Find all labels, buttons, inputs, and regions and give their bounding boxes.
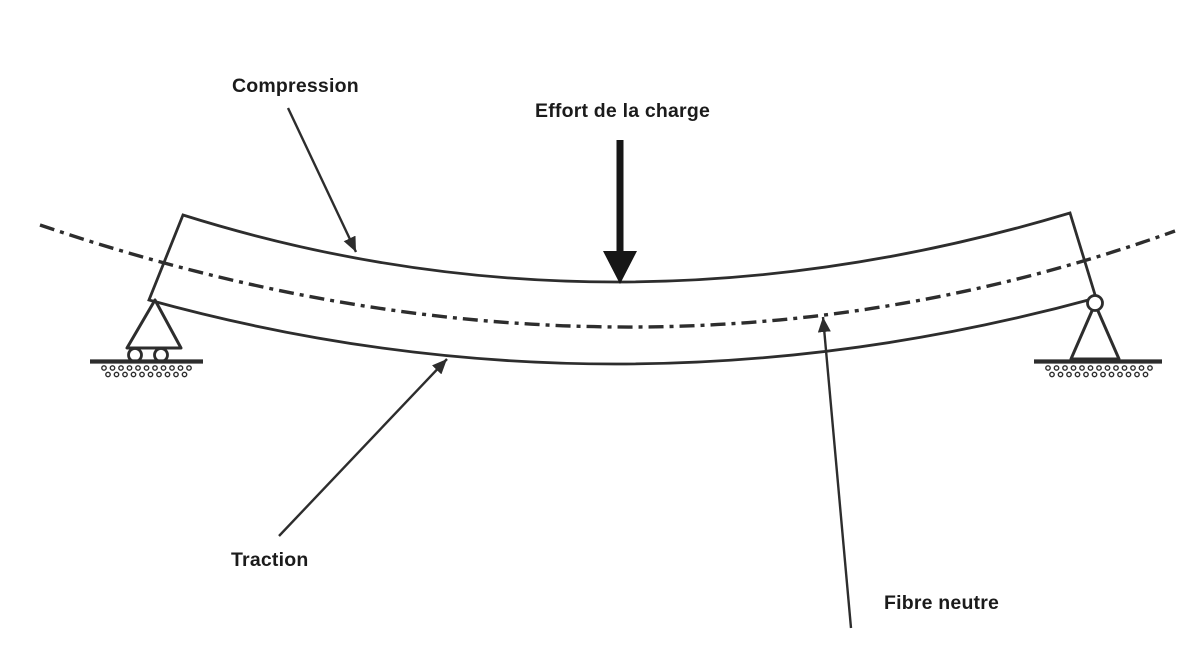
hatch-dot <box>1045 365 1051 371</box>
hatch-dot <box>1057 371 1064 378</box>
hatch-dot <box>147 371 154 378</box>
hatch-dot <box>1062 365 1068 371</box>
hatch-dot <box>101 365 107 371</box>
hatch-dot <box>1121 365 1128 371</box>
label-traction: Traction <box>231 549 309 571</box>
hatch-dot <box>152 365 158 371</box>
traction-arrow <box>278 358 448 537</box>
hatch-dot <box>1138 365 1145 371</box>
hatch-dot <box>1113 365 1119 371</box>
hatch-dot <box>1074 371 1081 378</box>
hatch-dot <box>122 371 128 378</box>
left-hatch-row-1 <box>101 365 192 371</box>
right-hatch-row-1 <box>1045 365 1153 371</box>
label-neutral-fiber: Fibre neutre <box>884 592 1000 614</box>
hatch-dot <box>181 371 188 378</box>
hatch-dot <box>1091 371 1098 378</box>
hatch-dot <box>1142 371 1149 378</box>
hatch-dot <box>1083 371 1089 378</box>
hatch-dot <box>1100 371 1106 378</box>
neutral-axis-line <box>39 223 1176 329</box>
hatch-dot <box>1079 365 1085 371</box>
hatch-dot <box>1134 371 1140 378</box>
hatch-dot <box>169 365 175 371</box>
hatch-dot <box>1125 371 1132 378</box>
compression-arrow <box>286 107 358 253</box>
hatch-dot <box>1117 371 1123 378</box>
hatch-dot <box>1147 365 1153 371</box>
hatch-dot <box>118 365 124 371</box>
hatch-dot <box>1108 371 1115 378</box>
hatch-dot <box>173 371 179 378</box>
left-roller-support <box>90 298 203 378</box>
hatch-dot <box>130 371 137 378</box>
hatch-dot <box>156 371 162 378</box>
hatch-dot <box>126 365 133 371</box>
hatch-dot <box>113 371 120 378</box>
hatch-dot <box>143 365 150 371</box>
hatch-dot <box>139 371 145 378</box>
hatch-dot <box>1049 371 1055 378</box>
hatch-dot <box>1104 365 1111 371</box>
hatch-dot <box>186 365 192 371</box>
left-hatch-row-2 <box>105 371 188 378</box>
hatch-dot <box>160 365 167 371</box>
hatch-dot <box>1066 371 1072 378</box>
support-triangle <box>1069 302 1121 361</box>
hatch-dot <box>1087 365 1094 371</box>
hatch-dot <box>1096 365 1102 371</box>
neutral-fiber-arrow <box>817 316 853 629</box>
hatch-dot <box>109 365 116 371</box>
hatch-dot <box>164 371 171 378</box>
hatch-dot <box>177 365 184 371</box>
label-load: Effort de la charge <box>535 100 711 122</box>
load-arrow-icon <box>603 140 637 284</box>
label-compression: Compression <box>232 75 359 97</box>
hatch-dot <box>1053 365 1060 371</box>
right-pin-support <box>1034 294 1162 378</box>
hatch-dot <box>105 371 111 378</box>
hatch-dot <box>135 365 141 371</box>
right-hatch-row-2 <box>1049 371 1149 378</box>
hatch-dot <box>1130 365 1136 371</box>
support-triangle <box>125 298 183 350</box>
pin-circle <box>1086 294 1104 312</box>
hatch-dot <box>1070 365 1077 371</box>
